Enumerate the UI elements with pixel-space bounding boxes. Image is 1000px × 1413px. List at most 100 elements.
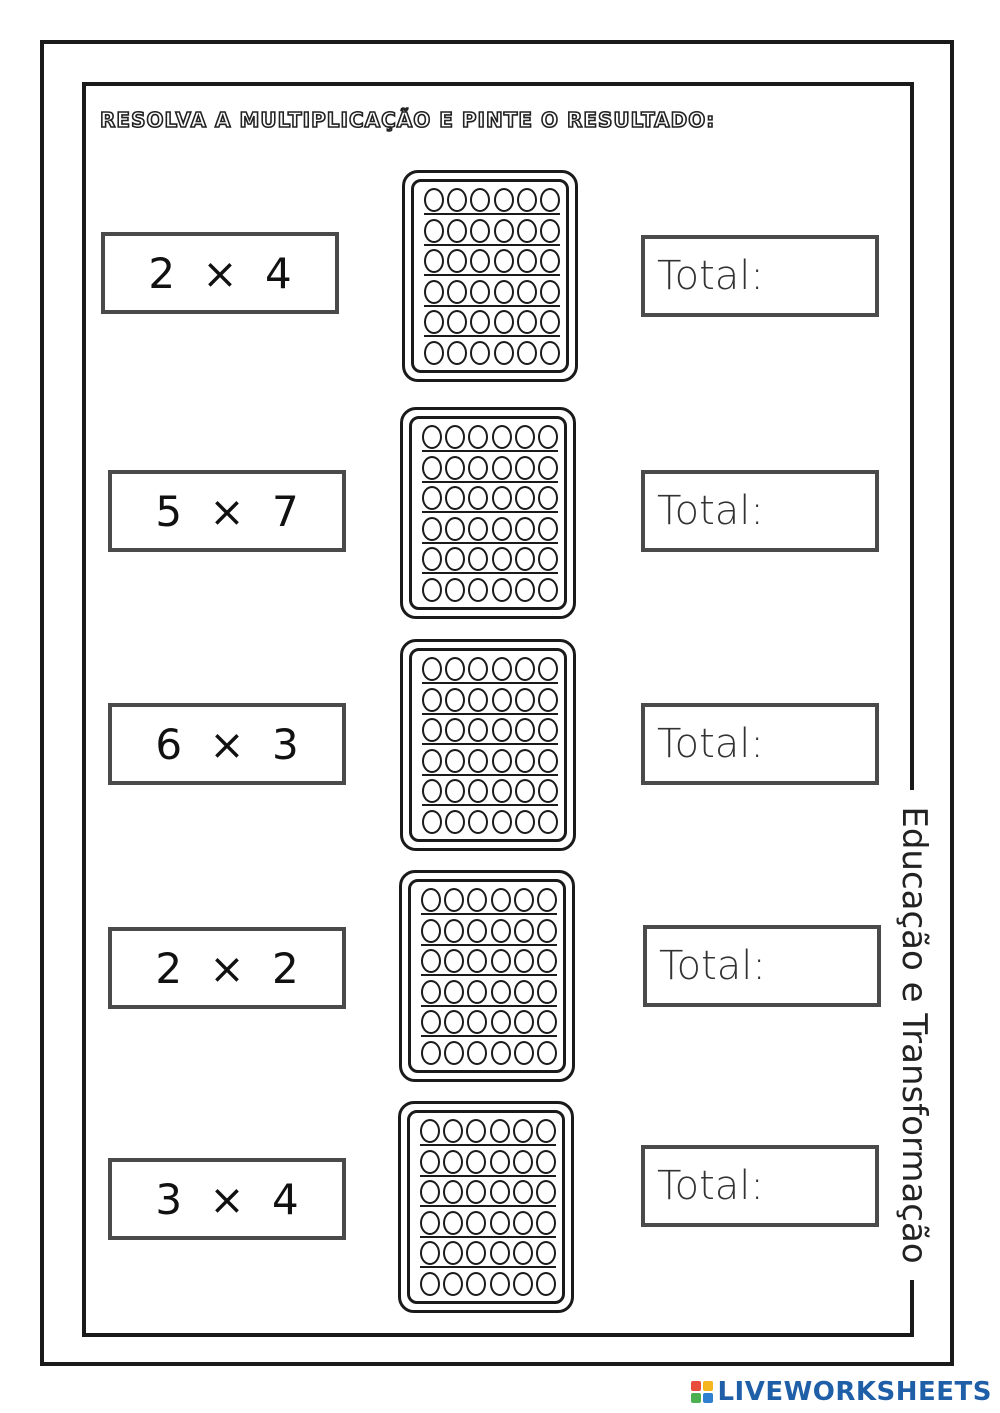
popit-bubble[interactable] bbox=[490, 1010, 511, 1035]
popit-bubble[interactable] bbox=[422, 547, 442, 572]
popit-bubble[interactable] bbox=[444, 1040, 465, 1065]
popit-bubble[interactable] bbox=[468, 455, 489, 480]
popit-bubble[interactable] bbox=[536, 1010, 557, 1035]
popit-bubble[interactable] bbox=[491, 718, 512, 743]
popit-board-5[interactable] bbox=[398, 1101, 574, 1313]
popit-bubble[interactable] bbox=[513, 888, 534, 912]
popit-bubble[interactable] bbox=[493, 279, 514, 304]
popit-bubble[interactable] bbox=[491, 486, 512, 511]
popit-bubble[interactable] bbox=[470, 310, 491, 335]
popit-bubble[interactable] bbox=[466, 1149, 487, 1174]
popit-board-4[interactable] bbox=[399, 870, 575, 1082]
popit-bubble[interactable] bbox=[490, 888, 511, 912]
popit-bubble[interactable] bbox=[443, 1210, 464, 1235]
popit-bubble[interactable] bbox=[537, 455, 558, 480]
popit-bubble[interactable] bbox=[466, 1119, 487, 1143]
popit-bubble[interactable] bbox=[445, 547, 466, 572]
popit-bubble[interactable] bbox=[516, 188, 537, 212]
popit-bubble[interactable] bbox=[491, 657, 512, 681]
popit-bubble[interactable] bbox=[466, 1210, 487, 1235]
popit-bubble[interactable] bbox=[445, 718, 466, 743]
popit-bubble[interactable] bbox=[421, 1040, 441, 1065]
popit-bubble[interactable] bbox=[470, 279, 491, 304]
popit-bubble[interactable] bbox=[444, 918, 465, 943]
popit-bubble[interactable] bbox=[491, 516, 512, 541]
popit-bubble[interactable] bbox=[420, 1241, 440, 1266]
popit-bubble[interactable] bbox=[539, 188, 560, 212]
popit-bubble[interactable] bbox=[420, 1180, 440, 1205]
popit-bubble[interactable] bbox=[537, 547, 558, 572]
popit-bubble[interactable] bbox=[421, 979, 441, 1004]
popit-bubble[interactable] bbox=[516, 218, 537, 243]
popit-bubble[interactable] bbox=[489, 1241, 510, 1266]
popit-bubble[interactable] bbox=[424, 279, 444, 304]
popit-bubble[interactable] bbox=[513, 949, 534, 974]
popit-bubble[interactable] bbox=[420, 1119, 440, 1143]
popit-bubble[interactable] bbox=[468, 687, 489, 712]
popit-board-2[interactable] bbox=[400, 407, 576, 619]
popit-bubble[interactable] bbox=[420, 1149, 440, 1174]
popit-bubble[interactable] bbox=[493, 310, 514, 335]
popit-bubble[interactable] bbox=[489, 1210, 510, 1235]
popit-bubble[interactable] bbox=[422, 455, 442, 480]
popit-bubble[interactable] bbox=[535, 1210, 556, 1235]
popit-bubble[interactable] bbox=[447, 218, 468, 243]
popit-bubble[interactable] bbox=[466, 1271, 487, 1296]
popit-bubble[interactable] bbox=[536, 918, 557, 943]
popit-bubble[interactable] bbox=[422, 687, 442, 712]
popit-bubble[interactable] bbox=[491, 687, 512, 712]
popit-bubble[interactable] bbox=[468, 516, 489, 541]
popit-bubble[interactable] bbox=[491, 809, 512, 834]
popit-bubble[interactable] bbox=[537, 779, 558, 804]
popit-bubble[interactable] bbox=[537, 687, 558, 712]
popit-bubble[interactable] bbox=[424, 310, 444, 335]
popit-bubble[interactable] bbox=[490, 949, 511, 974]
popit-bubble[interactable] bbox=[536, 888, 557, 912]
popit-bubble[interactable] bbox=[513, 1040, 534, 1065]
popit-bubble[interactable] bbox=[468, 425, 489, 449]
popit-bubble[interactable] bbox=[422, 748, 442, 773]
popit-board-3[interactable] bbox=[400, 639, 576, 851]
popit-bubble[interactable] bbox=[536, 949, 557, 974]
popit-bubble[interactable] bbox=[489, 1271, 510, 1296]
popit-bubble[interactable] bbox=[468, 779, 489, 804]
popit-bubble[interactable] bbox=[470, 218, 491, 243]
popit-bubble[interactable] bbox=[537, 657, 558, 681]
popit-bubble[interactable] bbox=[445, 748, 466, 773]
popit-bubble[interactable] bbox=[447, 310, 468, 335]
popit-bubble[interactable] bbox=[514, 486, 535, 511]
popit-bubble[interactable] bbox=[468, 657, 489, 681]
popit-bubble[interactable] bbox=[489, 1119, 510, 1143]
popit-bubble[interactable] bbox=[467, 1040, 488, 1065]
popit-bubble[interactable] bbox=[444, 888, 465, 912]
popit-bubble[interactable] bbox=[493, 188, 514, 212]
popit-bubble[interactable] bbox=[445, 486, 466, 511]
popit-bubble[interactable] bbox=[512, 1119, 533, 1143]
popit-bubble[interactable] bbox=[512, 1149, 533, 1174]
popit-bubble[interactable] bbox=[422, 718, 442, 743]
popit-bubble[interactable] bbox=[516, 249, 537, 274]
popit-bubble[interactable] bbox=[514, 687, 535, 712]
popit-bubble[interactable] bbox=[490, 979, 511, 1004]
popit-bubble[interactable] bbox=[445, 455, 466, 480]
popit-bubble[interactable] bbox=[537, 577, 558, 602]
popit-bubble[interactable] bbox=[513, 1010, 534, 1035]
popit-bubble[interactable] bbox=[516, 340, 537, 365]
popit-bubble[interactable] bbox=[491, 455, 512, 480]
popit-bubble[interactable] bbox=[467, 949, 488, 974]
total-answer-box-5[interactable]: Total: bbox=[641, 1145, 879, 1227]
popit-bubble[interactable] bbox=[535, 1241, 556, 1266]
popit-bubble[interactable] bbox=[514, 748, 535, 773]
popit-bubble[interactable] bbox=[445, 516, 466, 541]
popit-bubble[interactable] bbox=[424, 249, 444, 274]
popit-bubble[interactable] bbox=[537, 425, 558, 449]
popit-bubble[interactable] bbox=[514, 779, 535, 804]
popit-bubble[interactable] bbox=[514, 809, 535, 834]
popit-bubble[interactable] bbox=[424, 340, 444, 365]
popit-bubble[interactable] bbox=[468, 577, 489, 602]
popit-bubble[interactable] bbox=[468, 486, 489, 511]
popit-bubble[interactable] bbox=[424, 218, 444, 243]
popit-bubble[interactable] bbox=[466, 1180, 487, 1205]
popit-bubble[interactable] bbox=[514, 577, 535, 602]
popit-bubble[interactable] bbox=[516, 279, 537, 304]
